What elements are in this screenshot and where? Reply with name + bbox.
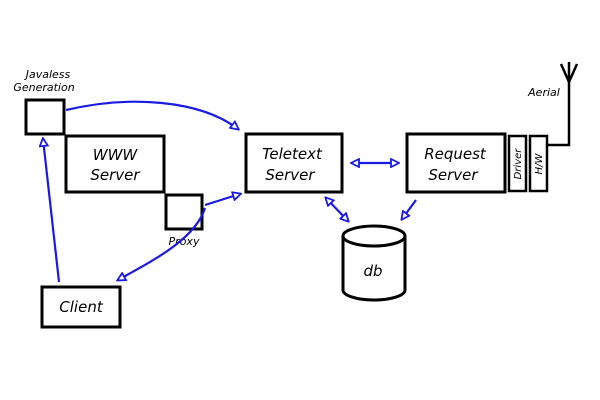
- teletext-server-box: [244, 132, 344, 194]
- driver-box: [507, 134, 528, 193]
- request-server-box: [405, 132, 507, 194]
- arrow-request-to-db: [402, 199, 417, 219]
- javaless-label-line2: Generation: [13, 81, 74, 94]
- hw-label: H/W: [534, 153, 545, 175]
- arrow-teletext-db: [326, 198, 348, 221]
- www-server-box: [64, 134, 166, 194]
- javaless-generation-box: [24, 98, 66, 136]
- teletext-server-label-line2: Server: [265, 166, 315, 184]
- database-cylinder: [341, 224, 407, 302]
- www-server-label-line1: WWW: [93, 146, 139, 164]
- arrow-proxy-to-client: [118, 207, 207, 280]
- arrow-proxy-to-teletext: [204, 194, 240, 207]
- driver-label: Driver: [513, 148, 524, 180]
- teletext-server-label-line1: Teletext: [262, 145, 323, 163]
- www-server-label-line2: Server: [90, 166, 140, 184]
- request-server-label-line2: Server: [428, 166, 478, 184]
- javaless-label-line1: Javaless: [24, 68, 71, 81]
- aerial-label: Aerial: [527, 86, 560, 99]
- hw-box: [528, 134, 549, 193]
- client-label: Client: [59, 298, 104, 316]
- aerial-antenna-icon: [547, 62, 579, 147]
- arrow-javaless-to-teletext: [65, 100, 238, 129]
- db-label: db: [363, 262, 382, 280]
- request-server-label-line1: Request: [424, 145, 487, 163]
- arrow-client-to-javaless: [43, 139, 61, 283]
- proxy-box: [164, 193, 204, 231]
- client-box: [40, 285, 122, 329]
